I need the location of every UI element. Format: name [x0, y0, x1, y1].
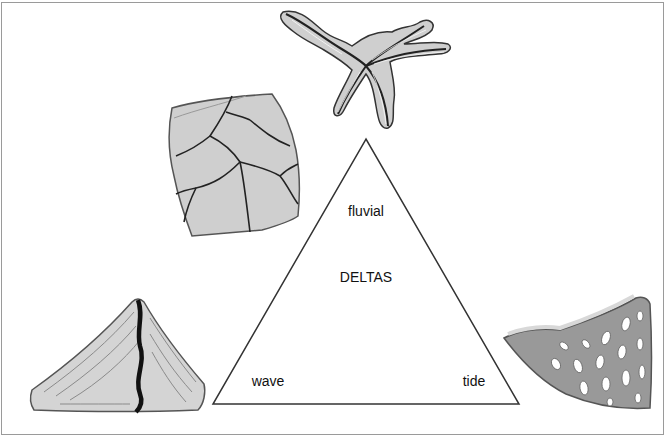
triangle-label: DELTAS [340, 270, 392, 285]
lobate-delta [169, 94, 299, 236]
triangle-label: fluvial [348, 204, 384, 219]
frame [2, 3, 664, 435]
triangle-label: tide [463, 374, 486, 389]
cuspate-delta [31, 299, 205, 412]
triangle-node: fluvialDELTAS wave tide [212, 138, 520, 405]
tidal-delta [504, 296, 652, 408]
birdsfoot-delta [281, 11, 451, 128]
triangle-label: wave [252, 374, 285, 389]
triangle-shape [213, 139, 519, 404]
